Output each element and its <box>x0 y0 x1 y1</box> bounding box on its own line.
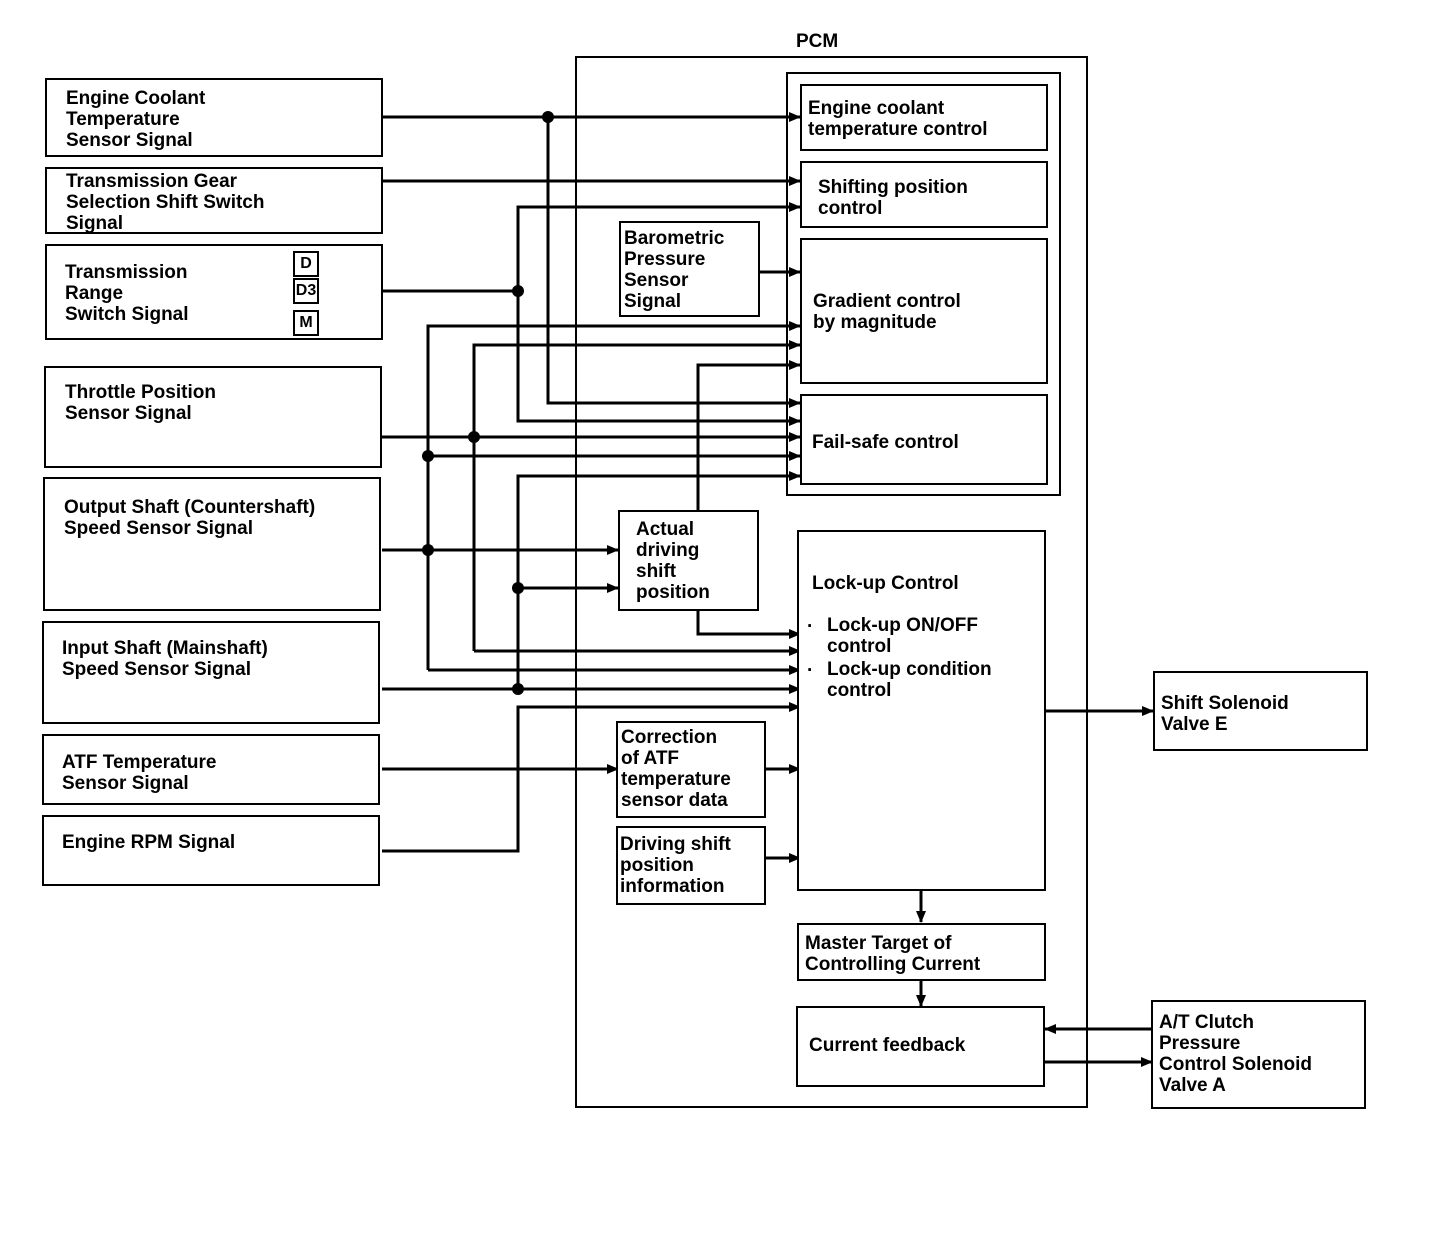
input-gear-select-label: Transmission Gear Selection Shift Switch… <box>66 171 265 234</box>
ect-control-label: Engine coolant temperature control <box>808 98 988 140</box>
input-output-shaft-label: Output Shaft (Countershaft) Speed Sensor… <box>64 497 316 539</box>
input-engine-rpm-label: Engine RPM Signal <box>62 832 236 853</box>
fail-safe-block: Fail-safe control <box>800 394 1048 485</box>
lockup-item-on-off: Lock-up ON/OFF control <box>827 615 978 657</box>
input-input-shaft: Input Shaft (Mainshaft) Speed Sensor Sig… <box>42 621 380 724</box>
input-ect: Engine Coolant Temperature Sensor Signal <box>45 78 383 157</box>
current-feedback-label: Current feedback <box>809 1035 966 1056</box>
driving-shift-info-block: Driving shift position information <box>616 826 766 905</box>
fail-safe-label: Fail-safe control <box>812 432 959 453</box>
current-feedback-block: Current feedback <box>796 1006 1045 1087</box>
input-output-shaft: Output Shaft (Countershaft) Speed Sensor… <box>43 477 381 611</box>
junction-dot <box>512 582 524 594</box>
lockup-bullet-dot: · <box>807 660 814 681</box>
input-atf-temp-label: ATF Temperature Sensor Signal <box>62 752 217 794</box>
junction-dot <box>422 544 434 556</box>
master-target-label: Master Target of Controlling Current <box>805 933 981 975</box>
input-tps-label: Throttle Position Sensor Signal <box>65 382 216 424</box>
input-ect-label: Engine Coolant Temperature Sensor Signal <box>66 88 206 151</box>
input-tps: Throttle Position Sensor Signal <box>44 366 382 468</box>
wire-is-bus <box>516 471 801 689</box>
baro-sensor-label: Barometric Pressure Sensor Signal <box>624 228 725 312</box>
range-position-d: D <box>293 251 319 277</box>
lockup-item-condition: Lock-up condition control <box>827 659 992 701</box>
clutch-solenoid-a-label: A/T Clutch Pressure Control Solenoid Val… <box>1159 1012 1313 1096</box>
junction-dot <box>542 111 554 123</box>
input-range-label: Transmission Range Switch Signal <box>65 262 189 325</box>
pcm-title: PCM <box>796 31 839 52</box>
lockup-control-title: Lock-up Control <box>812 573 959 594</box>
input-atf-temp: ATF Temperature Sensor Signal <box>42 734 380 805</box>
wire-actual-lockup <box>696 610 801 639</box>
master-target-block: Master Target of Controlling Current <box>797 923 1046 981</box>
shift-solenoid-e-label: Shift Solenoid Valve E <box>1161 693 1289 735</box>
shift-position-control-label: Shifting position control <box>818 177 968 219</box>
lockup-bullet-dot: · <box>807 616 814 637</box>
input-range: Transmission Range Switch Signal D D3 M <box>45 244 383 340</box>
junction-dot <box>422 450 434 462</box>
clutch-solenoid-a: A/T Clutch Pressure Control Solenoid Val… <box>1151 1000 1366 1109</box>
wire-range-to-failsafe <box>516 291 801 426</box>
control-group-frame <box>786 72 1061 496</box>
gradient-control-label: Gradient control by magnitude <box>813 291 961 333</box>
junction-dot <box>512 285 524 297</box>
junction-dot <box>512 683 524 695</box>
gradient-control-block: Gradient control by magnitude <box>800 238 1048 384</box>
range-position-m: M <box>293 310 319 336</box>
wire-actual-up <box>696 360 801 510</box>
input-engine-rpm: Engine RPM Signal <box>42 815 380 886</box>
atf-correction-block: Correction of ATF temperature sensor dat… <box>616 721 766 818</box>
junction-dot <box>468 431 480 443</box>
driving-shift-info-label: Driving shift position information <box>620 834 731 897</box>
ect-control-block: Engine coolant temperature control <box>800 84 1048 151</box>
baro-sensor-block: Barometric Pressure Sensor Signal <box>619 221 760 317</box>
range-position-d3: D3 <box>293 278 319 304</box>
wire-ect-to-failsafe <box>546 117 801 408</box>
shift-solenoid-e: Shift Solenoid Valve E <box>1153 671 1368 751</box>
actual-shift-label: Actual driving shift position <box>636 519 710 603</box>
input-gear-select: Transmission Gear Selection Shift Switch… <box>45 167 383 234</box>
pcm-frame <box>575 56 1088 1108</box>
lockup-control-block: Lock-up Control · Lock-up ON/OFF control… <box>797 530 1046 891</box>
shift-position-control-block: Shifting position control <box>800 161 1048 228</box>
wire-rpm <box>382 702 801 853</box>
actual-shift-block: Actual driving shift position <box>618 510 759 611</box>
atf-correction-label: Correction of ATF temperature sensor dat… <box>621 727 731 811</box>
input-input-shaft-label: Input Shaft (Mainshaft) Speed Sensor Sig… <box>62 638 268 680</box>
